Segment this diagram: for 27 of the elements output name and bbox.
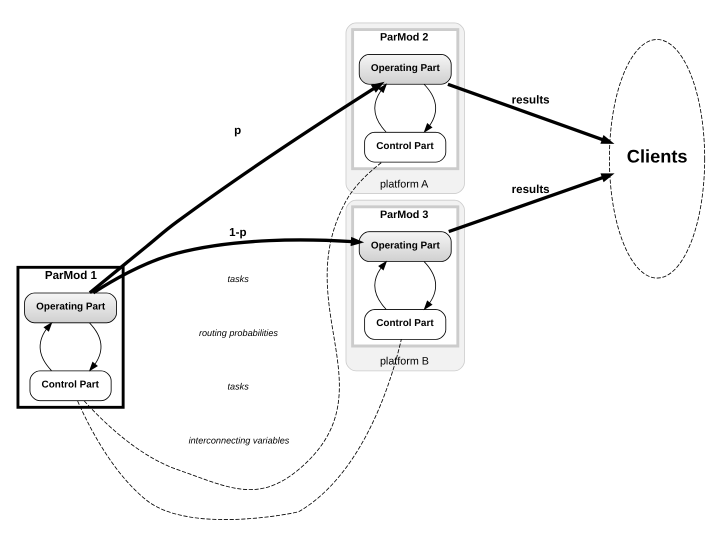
- arrow: [448, 173, 615, 234]
- label: routing probabilities: [198, 328, 278, 338]
- node-box: Operating Part: [358, 54, 452, 85]
- arrow: [88, 82, 385, 294]
- arrow: [447, 82, 614, 144]
- connector: [77, 339, 402, 520]
- arrow: [92, 236, 364, 294]
- arrow: [374, 260, 388, 310]
- node-box: Control Part: [364, 132, 446, 163]
- edge-label: results: [512, 184, 550, 196]
- node-box: Control Part: [364, 309, 446, 340]
- edge-label: 1-p: [229, 227, 247, 239]
- arrow: [424, 84, 436, 133]
- edge-label: p: [234, 125, 242, 138]
- arrow: [424, 261, 436, 310]
- label: tasks: [228, 382, 249, 392]
- node-box: Operating Part: [358, 231, 452, 262]
- arrow: [88, 322, 102, 372]
- node-box: Operating Part: [24, 292, 117, 324]
- node-box: Control Part: [30, 370, 112, 402]
- edge-label: results: [512, 94, 550, 106]
- connector: [84, 162, 382, 490]
- node-ellipse: Clients: [609, 39, 706, 278]
- label: interconnecting variables: [188, 436, 290, 446]
- label: tasks: [228, 274, 249, 284]
- arrow: [40, 322, 52, 371]
- arrow: [374, 83, 388, 132]
